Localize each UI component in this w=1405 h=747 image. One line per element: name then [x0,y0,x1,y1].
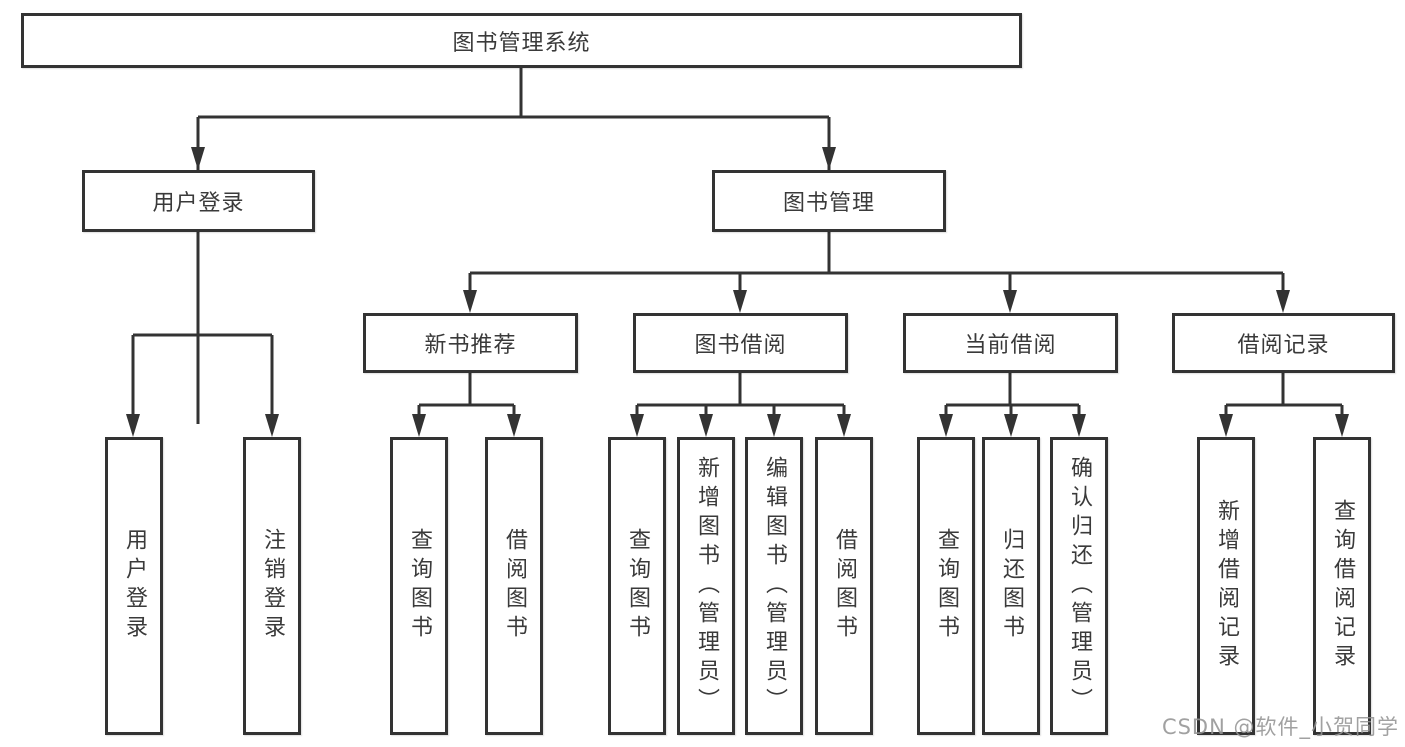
node-borrow-records: 借阅记录 [1172,313,1395,373]
csdn-watermark: CSDN @软件_小贺同学 [1161,715,1399,739]
node-leaf-edit-books-admin: 编辑图书（管理员） [745,437,803,735]
node-current-borrowing: 当前借阅 [903,313,1118,373]
node-leaf-query-books-borrow: 查询图书 [608,437,666,735]
node-leaf-query-books-current: 查询图书 [917,437,975,735]
node-book-management: 图书管理 [712,170,946,232]
node-leaf-logout: 注销登录 [243,437,301,735]
node-leaf-borrow-books: 借阅图书 [815,437,873,735]
node-leaf-confirm-return-admin: 确认归还（管理员） [1050,437,1108,735]
node-leaf-add-books-admin: 新增图书（管理员） [677,437,735,735]
node-leaf-query-books-recommend: 查询图书 [390,437,448,735]
node-leaf-user-login: 用户登录 [105,437,163,735]
node-user-login: 用户登录 [82,170,315,232]
node-leaf-return-books: 归还图书 [982,437,1040,735]
arrow-down-icon [126,147,1349,437]
node-leaf-add-borrow-record: 新增借阅记录 [1197,437,1255,735]
node-root-system: 图书管理系统 [21,13,1022,68]
node-new-book-recommend: 新书推荐 [363,313,578,373]
node-leaf-borrow-books-recommend: 借阅图书 [485,437,543,735]
node-leaf-query-borrow-record: 查询借阅记录 [1313,437,1371,735]
node-book-borrowing: 图书借阅 [633,313,848,373]
